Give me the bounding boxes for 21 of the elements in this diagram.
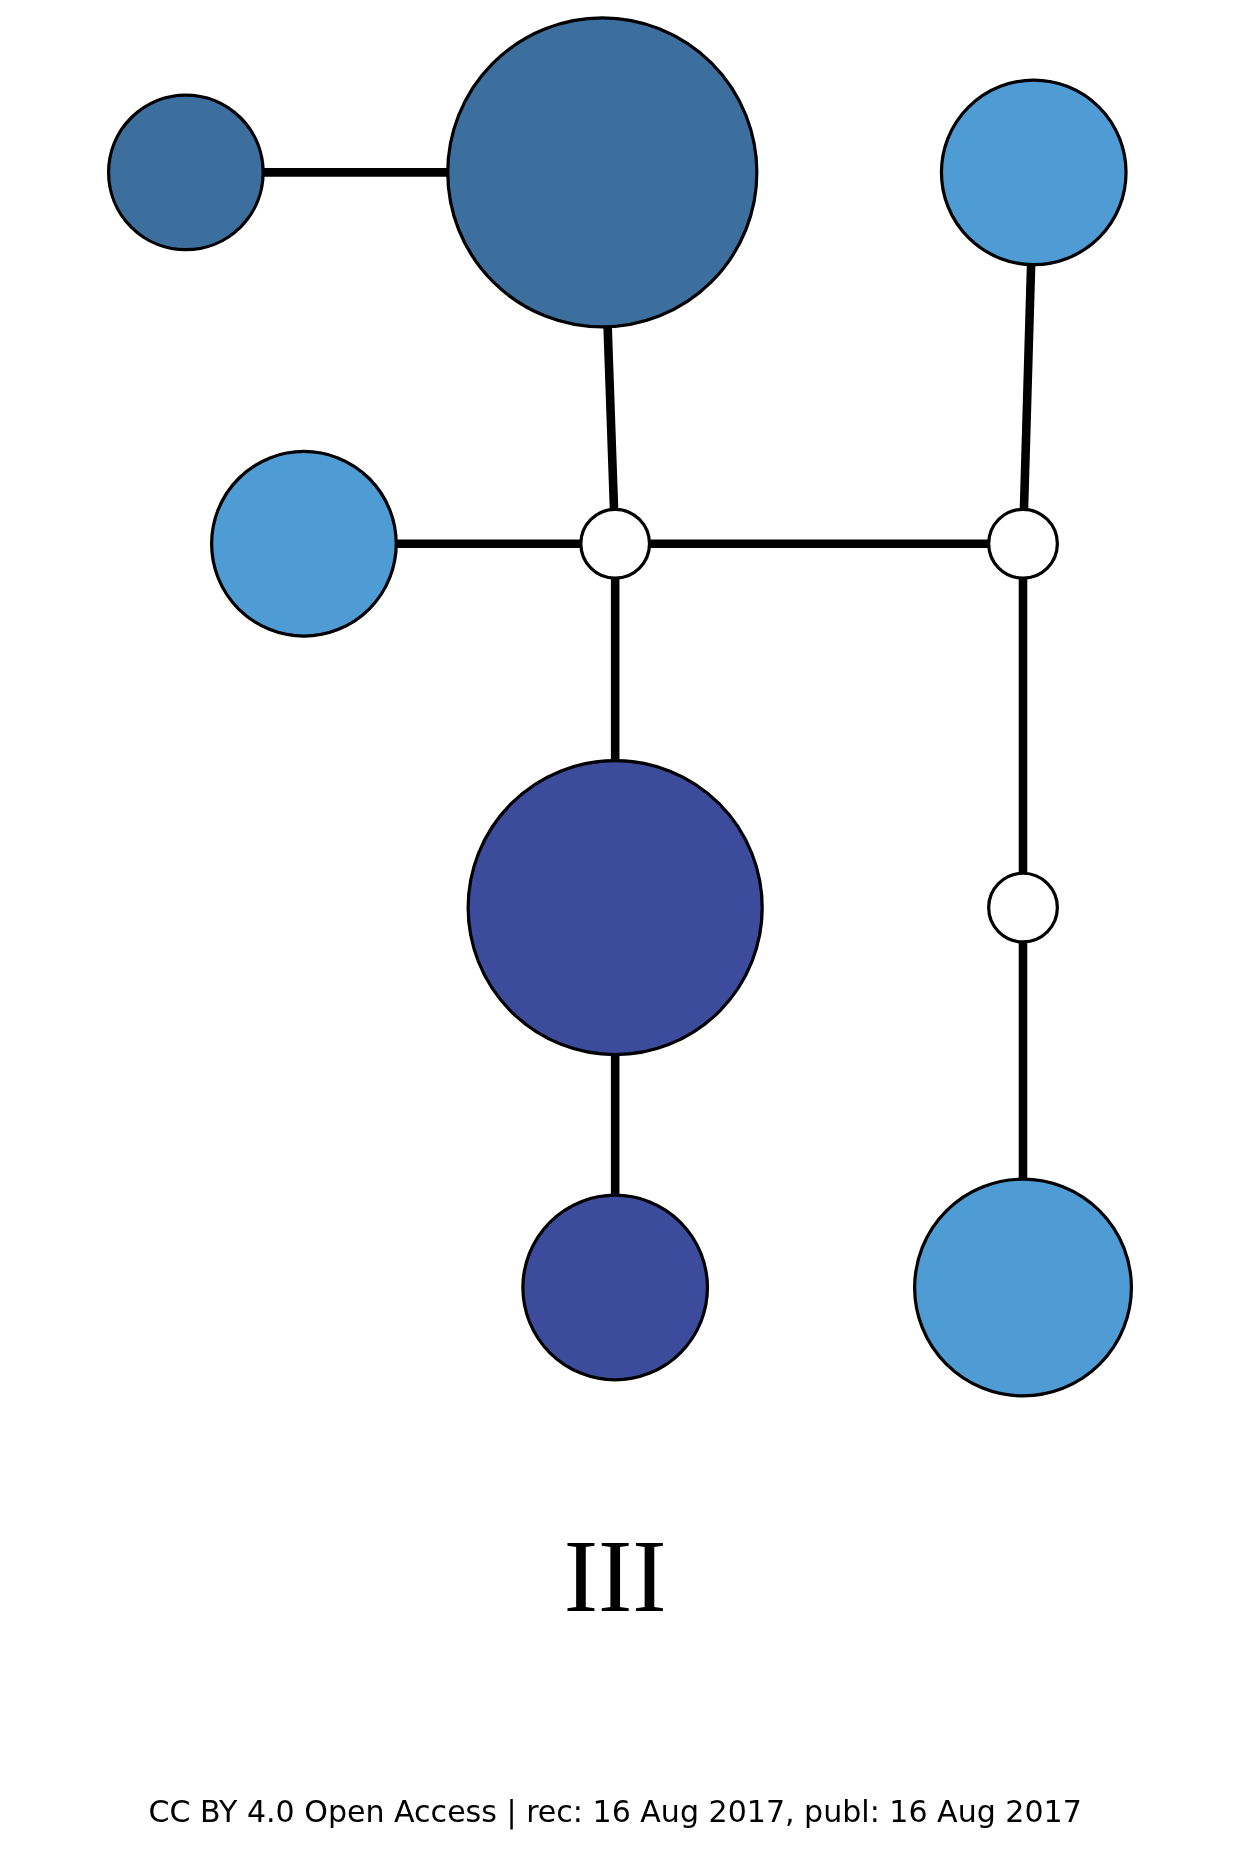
connector [395, 538, 580, 548]
node-circle [939, 78, 1128, 266]
node-circle [445, 15, 758, 329]
label: CC BY 4.0 Open Access | rec: 16 Aug 2017, publ: 16 Aug 2017 [148, 1793, 1082, 1829]
connector [1018, 941, 1027, 1179]
node-circle [520, 1193, 709, 1381]
connector [610, 577, 619, 760]
connector [1019, 264, 1035, 509]
node-circle [986, 507, 1059, 580]
node-circle [578, 507, 651, 580]
node-circle [106, 93, 265, 251]
label: III [563, 1518, 667, 1633]
node-circle [466, 758, 764, 1056]
connector [610, 1054, 619, 1195]
connector [1018, 577, 1027, 873]
node-circle [986, 871, 1059, 944]
connector [602, 326, 618, 509]
connector [649, 538, 988, 548]
connector [263, 167, 448, 177]
node-circle [912, 1177, 1133, 1398]
node-circle [209, 449, 398, 638]
